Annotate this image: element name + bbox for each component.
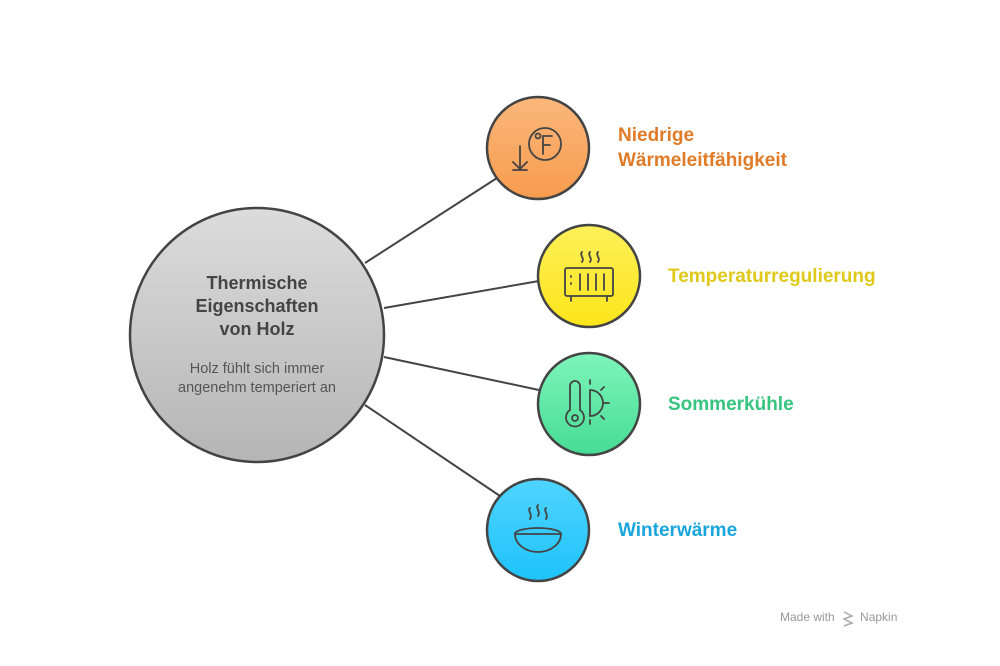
item-label-sommerkuehle: Sommerkühle bbox=[668, 394, 794, 415]
connector bbox=[383, 280, 540, 309]
center-title: Thermische Eigenschaften von Holz bbox=[195, 273, 319, 339]
item-label-waermeleitfaehigkeit: Niedrige Wärmeleitfähigkeit bbox=[618, 125, 787, 171]
connectors bbox=[364, 177, 540, 497]
item-circle bbox=[485, 477, 591, 583]
connector bbox=[364, 177, 498, 264]
center-description: Holz fühlt sich immer angenehm temperier… bbox=[178, 361, 336, 396]
connector bbox=[364, 404, 501, 497]
item-label-temperaturregulierung: Temperaturregulierung bbox=[668, 266, 876, 287]
item-circle bbox=[536, 223, 642, 329]
footer-watermark: Made with Napkin bbox=[780, 610, 898, 624]
center-circle bbox=[128, 206, 386, 464]
napkin-logo-icon bbox=[842, 611, 854, 627]
item-circle bbox=[485, 95, 591, 201]
item-label-winterwaerme: Winterwärme bbox=[618, 520, 738, 541]
hot-bowl-icon bbox=[514, 504, 562, 553]
thermometer-sun-icon bbox=[565, 379, 610, 428]
radiator-icon bbox=[564, 251, 614, 302]
fahrenheit-down-icon bbox=[512, 127, 562, 171]
connector bbox=[383, 356, 540, 391]
item-circle bbox=[536, 351, 642, 457]
